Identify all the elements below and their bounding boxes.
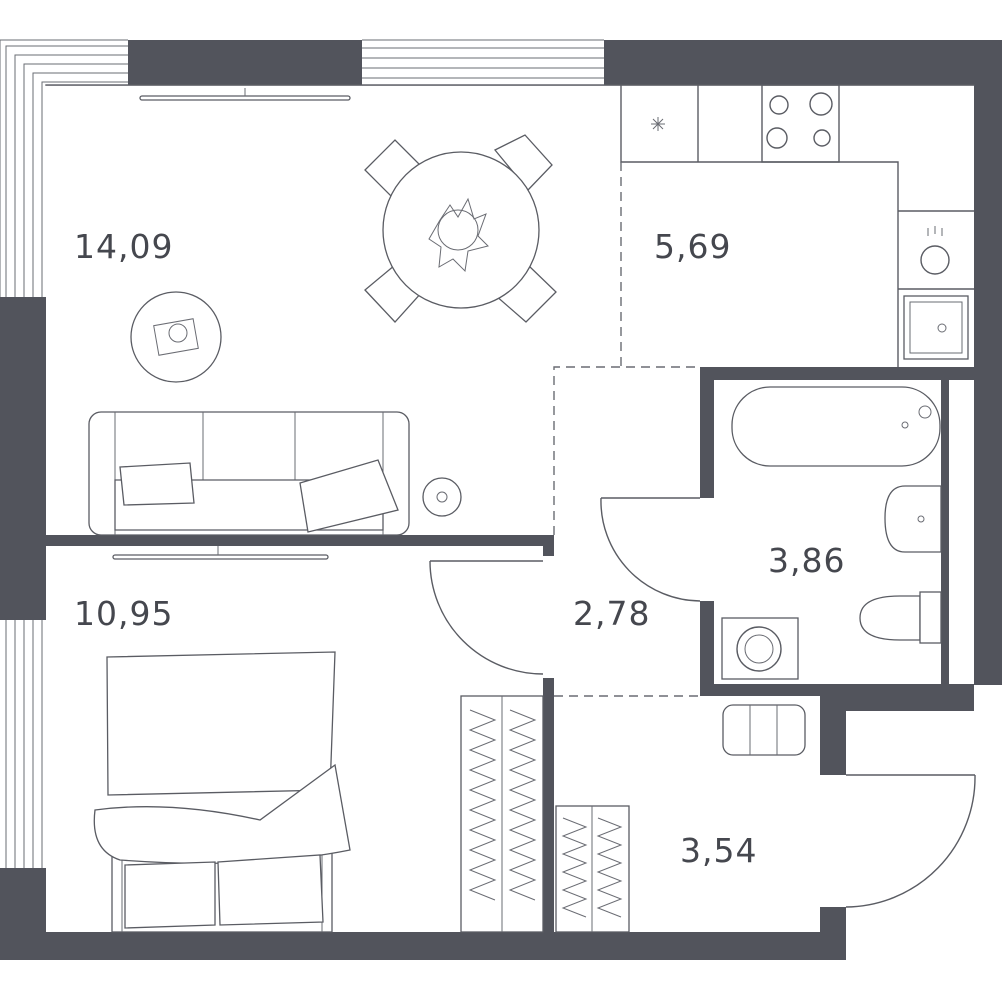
bedroom-door[interactable]: [429, 560, 544, 675]
wall-entrance-jamb-top: [820, 684, 846, 775]
coffee-table: [130, 291, 222, 383]
shoe-bench: [722, 704, 806, 756]
wardrobe-entrance: [555, 805, 630, 933]
wall-bath-right: [941, 380, 949, 684]
dishwasher-icon: [920, 226, 950, 275]
wall-bath-left-top: [700, 367, 714, 498]
wardrobe-bedroom: [460, 695, 544, 933]
area-label-entrance: 3,54: [680, 831, 757, 870]
wall-living-bedroom: [46, 535, 554, 546]
wall-bath-left-bottom: [700, 601, 714, 696]
speaker-icon: [422, 477, 462, 517]
wall-bath-top: [700, 367, 974, 380]
bathtub: [731, 386, 941, 467]
wash-basin: [884, 485, 942, 553]
area-label-hall: 2,78: [573, 594, 650, 633]
washing-machine: [721, 617, 799, 680]
entrance-door[interactable]: [845, 774, 976, 908]
doors: [429, 497, 976, 908]
sink: [903, 295, 969, 360]
area-label-bedroom: 10,95: [74, 594, 173, 633]
wall-bedroom-hall: [543, 678, 554, 932]
plant-icon: [428, 197, 489, 273]
wall-right: [974, 40, 1002, 685]
room-outlines: [45, 84, 975, 697]
area-label-bathroom: 3,86: [768, 541, 845, 580]
area-labels: 14,09 5,69 10,95 2,78 3,86 3,54: [74, 227, 845, 870]
wall-top-right: [604, 40, 974, 85]
wall-top-left: [128, 40, 362, 85]
bathroom-door[interactable]: [600, 497, 701, 602]
area-label-kitchen: 5,69: [654, 227, 731, 266]
snowflake-icon: [651, 117, 665, 131]
wall-entrance-jamb-bottom: [820, 907, 846, 960]
dining-table: [364, 134, 557, 323]
tv-living: [139, 88, 351, 101]
bed: [93, 651, 351, 933]
area-label-living-room: 14,09: [74, 227, 173, 266]
windows: [0, 39, 604, 868]
sofa: [88, 411, 410, 536]
wall-living-bedroom-end: [543, 535, 554, 556]
toilet: [859, 591, 942, 644]
tv-bedroom: [112, 546, 329, 560]
wall-bottom: [0, 932, 846, 960]
stove: [766, 92, 833, 149]
wall-left-mid: [0, 297, 46, 620]
walls: [0, 40, 1002, 960]
